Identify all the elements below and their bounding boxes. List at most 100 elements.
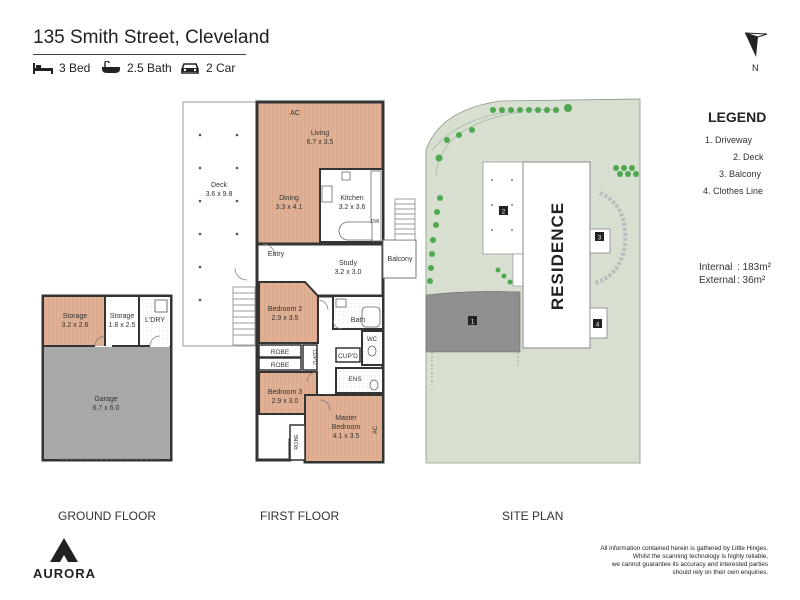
bath-icon — [102, 61, 120, 73]
study-dim: 3.2 x 3.0 — [335, 269, 362, 276]
internal-area-label: Internal — [699, 262, 733, 273]
first-floor-caption: FIRST FLOOR — [260, 509, 340, 523]
legend-title: LEGEND — [708, 109, 767, 125]
property-address: 135 Smith Street, Cleveland — [33, 27, 270, 48]
legend-item-deck: 2. Deck — [733, 152, 764, 162]
marker-driveway — [468, 316, 477, 325]
bathtub-icon — [361, 306, 381, 328]
laundry-tub-icon — [154, 299, 168, 313]
north-arrow-icon — [744, 32, 768, 57]
site-plan — [425, 98, 641, 464]
garage-room — [44, 347, 170, 459]
entry-label: Entry — [268, 251, 285, 258]
robe-1 — [258, 344, 302, 358]
bath-label: Bath — [351, 317, 366, 324]
storage-room-1 — [44, 297, 104, 346]
bed-icon — [33, 63, 53, 74]
legend-item-clothes-line: 4. Clothes Line — [703, 186, 764, 196]
robe-2-label: ROBE — [271, 362, 290, 369]
balcony-stairs — [394, 198, 416, 241]
disclaimer-line-1: All information contained herein is gath… — [600, 545, 768, 552]
robe-2 — [258, 357, 302, 371]
storage-2-name: Storage — [110, 313, 135, 320]
ac-label-2: AC — [373, 425, 379, 434]
laundry-label: L'DRY — [145, 317, 165, 324]
tree-icons — [427, 104, 639, 285]
bed-feature: 3 Bed — [33, 61, 90, 75]
north-label: N — [752, 63, 759, 73]
master-name: Master — [335, 415, 357, 422]
disclaimer-line-2: Whilst the scanning technology is highly… — [632, 553, 768, 560]
toilet-icon — [367, 345, 377, 357]
marker-4-label: 4 — [596, 323, 600, 329]
kitchen-island — [338, 221, 373, 241]
bath-count: 2.5 Bath — [127, 61, 172, 75]
storage-room-2 — [106, 297, 138, 346]
garage-dim: 6.7 x 6.0 — [93, 405, 120, 412]
bedroom-2-name: Bedroom 2 — [268, 306, 302, 313]
deck-name: Deck — [211, 182, 227, 189]
legend-item-balcony: 3. Balcony — [719, 169, 762, 179]
storage-2-dim: 1.8 x 2.5 — [109, 322, 136, 329]
car-feature: 2 Car — [180, 61, 235, 75]
bedroom-2-dim: 2.9 x 3.5 — [272, 315, 299, 322]
storage-1-name: Storage — [63, 313, 88, 320]
ground-floor-plan — [41, 294, 173, 462]
car-icon — [181, 62, 199, 74]
brand-logo — [50, 538, 78, 567]
disclaimer: All information contained herein is gath… — [560, 545, 768, 577]
marker-clothes-line — [593, 319, 602, 328]
curved-path — [594, 191, 628, 285]
storage-1-dim: 3.2 x 2.6 — [62, 322, 89, 329]
kitchen-bench — [370, 170, 382, 242]
marker-balcony — [595, 232, 604, 241]
kitchen-name: Kitchen — [340, 195, 363, 202]
bedroom-3-name: Bedroom 3 — [268, 389, 302, 396]
marker-1-label: 1 — [471, 320, 475, 326]
bed-count: 3 Bed — [59, 61, 91, 75]
ac-label-1: AC — [290, 110, 300, 117]
bath-feature: 2.5 Bath — [101, 61, 172, 75]
site-plan-caption: SITE PLAN — [502, 509, 564, 523]
master-name-2: Bedroom — [332, 424, 361, 431]
external-area-label: External — [699, 275, 736, 286]
cupboard-vertical — [302, 344, 318, 371]
car-count: 2 Car — [206, 61, 236, 75]
marker-3-label: 3 — [598, 236, 602, 242]
internal-area-value: : 183m² — [737, 262, 771, 273]
balcony-area — [382, 239, 417, 279]
deck-dim: 3.6 x 9.8 — [206, 191, 233, 198]
marker-deck — [499, 206, 508, 215]
entry-stairs — [232, 286, 256, 346]
study-name: Study — [339, 260, 357, 267]
title-divider — [33, 54, 246, 55]
bedroom-3-dim: 2.9 x 3.0 — [272, 398, 299, 405]
ensuite-label: ENS — [348, 376, 362, 383]
cupboard-label: CUP'D — [338, 353, 358, 360]
robe-3-label: ROBE — [294, 434, 300, 450]
compass — [743, 31, 769, 64]
external-area-value: : 36m² — [737, 275, 766, 286]
disclaimer-line-3: we cannot guarantee its accuracy and int… — [611, 561, 768, 568]
robe-3 — [289, 424, 306, 461]
cupboard — [335, 347, 361, 363]
bedroom-2 — [258, 281, 319, 344]
balcony-label: Balcony — [388, 256, 413, 263]
cupboard-vertical-label: CUP'D — [311, 349, 317, 365]
kitchen-dim: 3.2 x 3.6 — [339, 204, 366, 211]
brand-name: AURORA — [33, 566, 97, 581]
living-dim: 6.7 x 3.5 — [307, 139, 334, 146]
first-floor-plan — [182, 100, 417, 464]
residence-label: RESIDENCE — [548, 202, 567, 310]
robe-1-label: ROBE — [271, 349, 290, 356]
legend-item-driveway: 1. Driveway — [705, 135, 753, 145]
wc-label: WC — [367, 337, 378, 343]
garage-name: Garage — [94, 396, 117, 403]
dining-dim: 3.3 x 4.1 — [276, 204, 303, 211]
cooktop-icon — [321, 185, 333, 203]
dining-name: Dining — [279, 195, 299, 202]
aurora-logo-icon — [50, 538, 78, 562]
disclaimer-line-4: should rely on their own enquiries. — [672, 569, 768, 576]
master-dim: 4.1 x 3.5 — [333, 433, 360, 440]
